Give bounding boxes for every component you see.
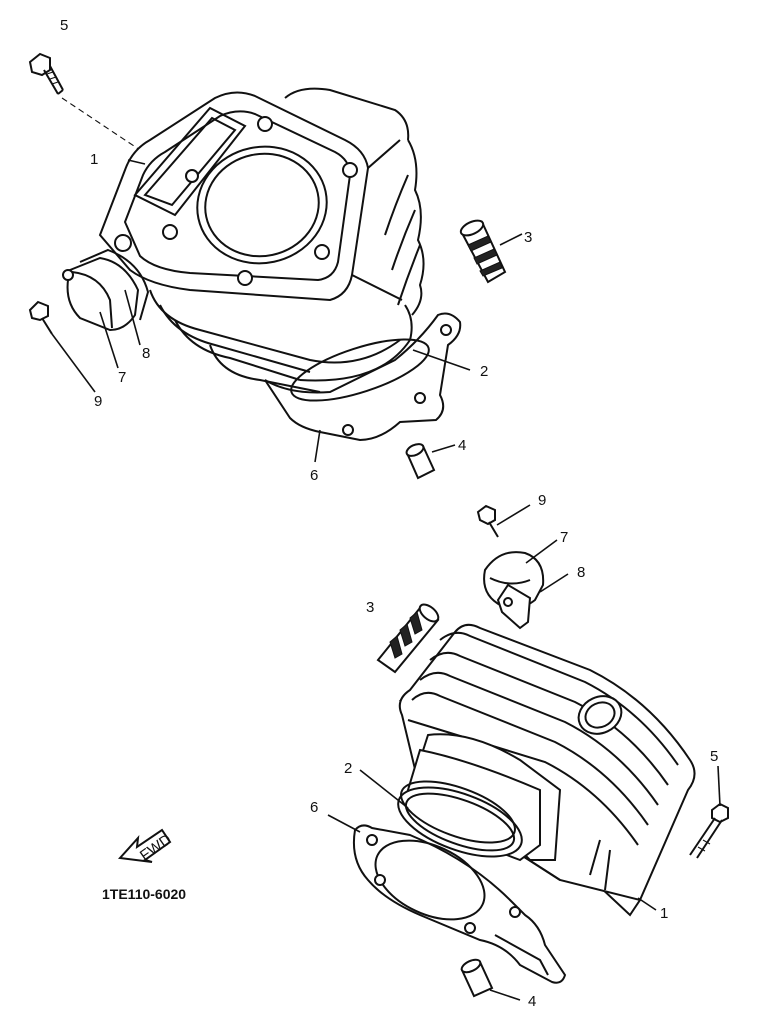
callout-top-3: 3 xyxy=(524,229,532,246)
callout-bottom-8: 8 xyxy=(577,564,585,581)
spacer-top xyxy=(459,219,507,284)
callout-top-1: 1 xyxy=(90,151,98,168)
cover-bolt-top xyxy=(28,300,53,335)
cover-gasket-bottom xyxy=(496,583,532,630)
callout-bottom-2: 2 xyxy=(344,760,352,777)
top-assembly xyxy=(28,52,523,480)
callout-top-6: 6 xyxy=(310,467,318,484)
cover-bottom xyxy=(483,551,545,609)
callout-top-2: 2 xyxy=(480,363,488,380)
callout-bottom-7: 7 xyxy=(560,529,568,546)
callout-top-9: 9 xyxy=(94,393,102,410)
cylinder-bolt-top xyxy=(28,52,64,95)
cylinder-body-top xyxy=(98,87,425,393)
callout-bottom-5: 5 xyxy=(710,748,718,765)
cover-top xyxy=(62,256,140,332)
bottom-assembly xyxy=(327,504,729,1001)
dowel-bottom xyxy=(460,958,494,998)
callout-bottom-1: 1 xyxy=(660,905,668,922)
o-ring-top xyxy=(299,304,413,382)
callout-bottom-9: 9 xyxy=(538,492,546,509)
callout-top-7: 7 xyxy=(118,369,126,386)
base-gasket-top xyxy=(264,312,462,442)
dowel-top xyxy=(405,443,436,480)
cylinder-bolt-bottom xyxy=(689,802,729,859)
callout-bottom-4: 4 xyxy=(528,993,536,1010)
callout-top-4: 4 xyxy=(458,437,466,454)
callout-bottom-3: 3 xyxy=(366,599,374,616)
cylinder-sleeve-bottom xyxy=(397,748,541,862)
drawing-code: 1TE110-6020 xyxy=(102,886,186,902)
base-gasket-bottom xyxy=(352,824,567,984)
cover-bolt-bottom xyxy=(476,504,499,538)
callout-bottom-6: 6 xyxy=(310,799,318,816)
cover-gasket-top xyxy=(79,248,150,321)
spacer-bottom xyxy=(376,603,440,674)
callout-top-8: 8 xyxy=(142,345,150,362)
forward-arrow-icon: FWD xyxy=(117,828,175,865)
callout-top-5: 5 xyxy=(60,17,68,34)
